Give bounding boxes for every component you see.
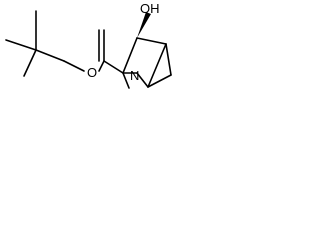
hydroxyl-label: OH — [140, 1, 160, 16]
molecule-structure-diagram: OH O N — [0, 0, 199, 113]
bond-tbu-methyl-bottom — [23, 49, 37, 77]
stereo-wedge-bond-oh — [137, 12, 151, 38]
bond-tbu-methyl-left — [5, 39, 37, 51]
bond-tbu-quaternary-to-cbranch — [35, 49, 65, 62]
bond-ring-bottom — [147, 74, 172, 88]
structure-svg: OH O N — [5, 1, 172, 89]
bond-carbonyl-to-ring — [103, 60, 124, 74]
bond-cbranch-to-ester-oxygen — [63, 60, 85, 72]
bond-n-to-bridge — [136, 72, 149, 88]
bond-bridge-to-right — [147, 43, 167, 88]
bond-ring-choh-to-right — [136, 37, 167, 45]
bond-ring-c-to-n — [122, 72, 130, 89]
nitrogen-label: N — [130, 68, 139, 83]
ester-oxygen-label: O — [87, 65, 97, 80]
bond-ester-oxygen-to-carbonyl — [98, 60, 105, 72]
bond-ring-right-down — [165, 43, 172, 76]
bond-ring-top — [122, 37, 138, 74]
